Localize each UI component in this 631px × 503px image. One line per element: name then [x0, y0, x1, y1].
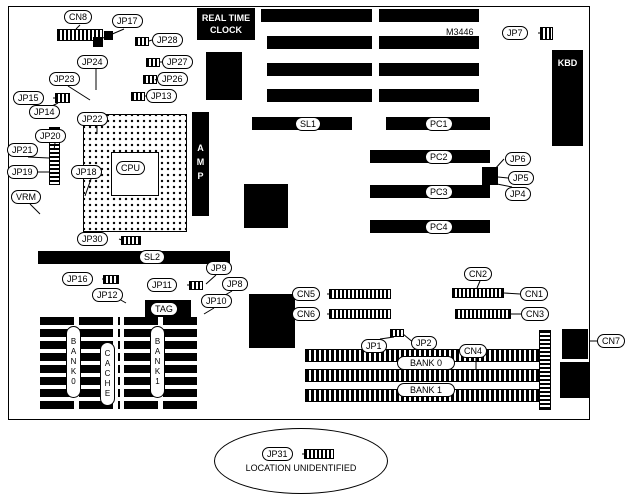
pin-grid-block	[482, 167, 498, 185]
label-pc4: PC4	[425, 220, 453, 234]
jp31-header	[304, 449, 334, 459]
label-sl2: SL2	[139, 250, 166, 264]
label-jp17: JP17	[112, 14, 143, 28]
chip	[206, 52, 242, 100]
label-jp27: JP27	[162, 55, 193, 69]
cn2-header	[452, 288, 504, 298]
jp7-header	[540, 27, 553, 40]
isa-slot-segment	[379, 9, 479, 22]
jp16-header	[103, 275, 119, 284]
jp27-header	[146, 58, 160, 67]
label-cn2: CN2	[464, 267, 493, 281]
isa-slot-segment	[267, 36, 372, 49]
label-jp12: JP12	[92, 288, 123, 302]
jp15-header	[55, 93, 70, 103]
label-pc1: PC1	[425, 117, 453, 131]
label-cache: CACHE	[100, 342, 115, 406]
jp26-header	[143, 75, 157, 84]
label-jp6: JP6	[505, 152, 531, 166]
label-jp7: JP7	[502, 26, 528, 40]
chip	[244, 184, 288, 228]
label-jp11: JP11	[147, 278, 177, 292]
jp1-jp2-jumper	[390, 329, 404, 337]
label-vrm: VRM	[11, 190, 41, 204]
isa-slot-segment	[267, 63, 372, 76]
edge-connector	[560, 362, 590, 398]
jp11-header	[189, 281, 203, 290]
label-jp4: JP4	[505, 187, 531, 201]
label-bank0: BANK 0	[397, 356, 455, 370]
isa-slot-segment	[261, 9, 372, 22]
label-pc2: PC2	[425, 150, 453, 164]
label-jp2: JP2	[411, 336, 437, 350]
label-cpu: CPU	[116, 161, 146, 175]
label-sl1: SL1	[295, 117, 322, 131]
sl2-slot	[38, 251, 230, 264]
chip	[249, 294, 295, 348]
amp-chip: AMP	[192, 112, 209, 216]
label-cn8: CN8	[64, 10, 93, 24]
label-jp30: JP30	[77, 232, 108, 246]
isa-slot-segment	[267, 89, 372, 102]
label-jp18: JP18	[71, 165, 102, 179]
label-jp19: JP19	[7, 165, 38, 179]
label-cn1: CN1	[520, 287, 549, 301]
cn3-header	[455, 309, 511, 319]
label-cn6: CN6	[292, 307, 321, 321]
label-jp15: JP15	[13, 91, 44, 105]
label-jp16: JP16	[62, 272, 93, 286]
jumper-block	[93, 37, 103, 47]
jumper-block	[104, 31, 113, 40]
label-jp5: JP5	[508, 171, 534, 185]
label-cn5: CN5	[292, 287, 321, 301]
label-bank1: BANK 1	[397, 383, 455, 397]
rtc-label-line2: CLOCK	[210, 25, 242, 35]
jp13-header	[131, 92, 145, 101]
label-cn3: CN3	[521, 307, 550, 321]
location-note: LOCATION UNIDENTIFIED	[245, 463, 357, 473]
label-jp24: JP24	[77, 55, 108, 69]
power-header	[49, 127, 60, 185]
isa-slot-segment	[379, 63, 479, 76]
label-jp9: JP9	[206, 261, 232, 275]
model-text: M3446	[446, 27, 474, 37]
rtc-label-line1: REAL TIME	[201, 13, 251, 23]
label-tag: TAG	[150, 302, 178, 316]
label-jp13: JP13	[146, 89, 177, 103]
rtc-chip: REAL TIME CLOCK	[197, 8, 255, 40]
cn6-header	[329, 309, 391, 319]
label-jp31: JP31	[262, 447, 293, 461]
jp30-header	[121, 236, 141, 245]
kbd-label: KBD	[557, 58, 578, 68]
jp28-header	[135, 37, 149, 46]
label-cache-bank0: BANK0	[66, 326, 81, 398]
cn5-header	[329, 289, 391, 299]
kbd-connector: KBD	[552, 50, 583, 146]
label-pc3: PC3	[425, 185, 453, 199]
label-jp20: JP20	[35, 129, 66, 143]
edge-header	[539, 330, 551, 410]
label-jp23: JP23	[49, 72, 80, 86]
simm-socket	[305, 369, 545, 382]
label-jp28: JP28	[152, 33, 183, 47]
label-jp8: JP8	[222, 277, 248, 291]
isa-slot-segment	[379, 36, 479, 49]
amp-label: AMP	[195, 143, 206, 185]
label-jp14: JP14	[29, 105, 60, 119]
label-cache-bank1: BANK1	[150, 326, 165, 398]
label-jp10: JP10	[201, 294, 232, 308]
label-jp22: JP22	[77, 112, 108, 126]
label-cn4: CN4	[459, 344, 488, 358]
label-cn7: CN7	[597, 334, 626, 348]
isa-slot-segment	[379, 89, 479, 102]
label-jp1: JP1	[361, 339, 387, 353]
cn8-header	[57, 29, 103, 41]
label-jp26: JP26	[157, 72, 188, 86]
unidentified-callout	[214, 428, 388, 494]
edge-connector	[562, 329, 588, 359]
label-jp21: JP21	[7, 143, 38, 157]
